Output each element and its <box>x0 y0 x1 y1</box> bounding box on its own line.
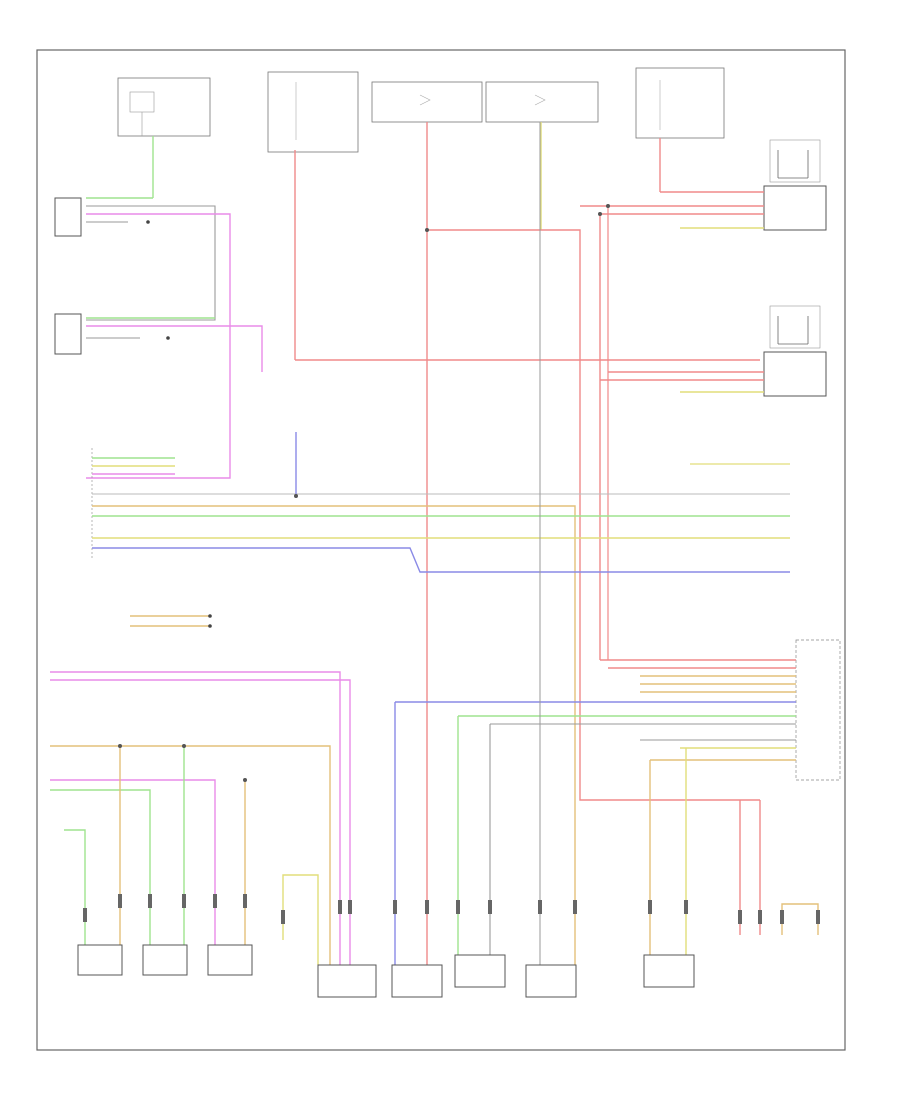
wire-magenta-sensor-mid <box>86 325 263 372</box>
diagram-border <box>36 49 846 1051</box>
fuse-box-left <box>117 77 211 137</box>
sensor-box-8 <box>643 954 695 988</box>
pressure-sensor-middle <box>54 313 82 355</box>
wire-magenta-sensor-top <box>86 213 231 479</box>
splice-dots <box>118 204 610 782</box>
wire-tan-bus <box>92 505 576 965</box>
sensor-box-4 <box>317 964 377 998</box>
fuse-box-center <box>371 81 483 123</box>
wire-blue-bus <box>92 547 790 573</box>
right-control-module <box>795 639 841 781</box>
pressure-sensor-top <box>54 197 82 237</box>
sensor-box-1 <box>77 944 123 976</box>
fuse-box-right <box>635 67 725 139</box>
fuse-box-center-right <box>485 81 599 123</box>
wire-red-right-trunk <box>427 229 760 801</box>
wire-gray-sensor-loop <box>86 205 216 321</box>
pin-ticks <box>83 894 820 924</box>
right-connector-middle <box>763 305 827 397</box>
right-connector-top <box>763 139 827 231</box>
sensor-box-5 <box>391 964 443 998</box>
sensor-box-2 <box>142 944 188 976</box>
sensor-box-7 <box>525 964 577 998</box>
sensor-box-3 <box>207 944 253 976</box>
sensor-box-6 <box>454 954 506 988</box>
fuse-box-center-left <box>267 71 359 153</box>
